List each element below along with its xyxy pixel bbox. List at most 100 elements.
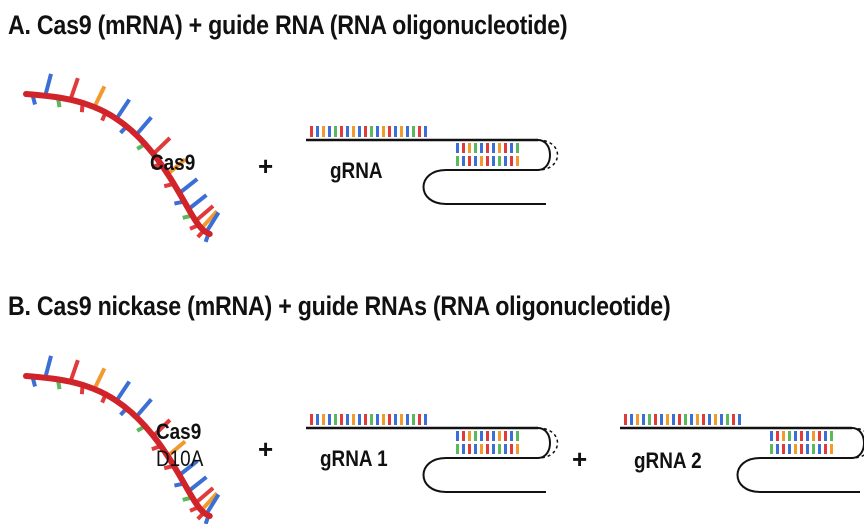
nucleotide-base-mark [43, 355, 53, 379]
plus-sign-b2: + [572, 444, 588, 474]
nucleotide-base-mark [92, 85, 107, 108]
grna-loop [851, 427, 864, 459]
grna-lower-strand [736, 427, 864, 493]
grna-base-mark [310, 414, 313, 425]
cas9-mrna-helix-icon [23, 73, 221, 243]
grna-stem-base-mark [486, 143, 489, 153]
grna-stem-base-mark [806, 431, 809, 441]
grna-base-mark [636, 414, 639, 425]
nucleotide-base-mark [151, 418, 172, 438]
grna-lower-strand [422, 427, 551, 493]
plus-sign-a: + [258, 151, 274, 181]
grna-base-mark [732, 414, 735, 425]
grna-stem-base-mark [498, 156, 501, 166]
nucleotide-base-mark [114, 380, 131, 402]
nucleotide-base-mark [199, 209, 219, 230]
grna-stem-base-mark [818, 444, 821, 454]
grna-stem-base-mark [824, 431, 827, 441]
nucleotide-base-mark [92, 367, 107, 390]
nucleotide-base-mark [166, 439, 187, 458]
grna-stem-base-mark [498, 431, 501, 441]
helix-backbone [23, 91, 213, 237]
grna-base-mark [690, 414, 693, 425]
grna-stem-base-mark [474, 431, 477, 441]
grna-base-mark [394, 126, 397, 137]
nucleotide-base-mark [187, 193, 208, 211]
grna-base-mark [310, 126, 313, 137]
grna-base-mark [322, 126, 325, 137]
grna-stem-base-mark [824, 444, 827, 454]
nucleotide-base-mark [199, 491, 219, 512]
grna-stem-base-mark [474, 156, 477, 166]
grna-stem-base-mark [486, 156, 489, 166]
grna-base-mark [624, 414, 627, 425]
grna-base-mark [328, 414, 331, 425]
grna-stem-base-mark [456, 431, 459, 441]
grna-base-mark [720, 414, 723, 425]
nucleotide-base-mark [178, 459, 199, 477]
grna-base-mark [346, 414, 349, 425]
grna-loop [537, 427, 559, 459]
grna-base-mark [358, 126, 361, 137]
grna-stem-base-mark [830, 431, 833, 441]
grna-base-mark [642, 414, 645, 425]
nucleotide-base-mark [204, 211, 221, 234]
grna-stem-base-mark [468, 444, 471, 454]
grna-stem-base-mark [504, 431, 507, 441]
grna-stem-base-mark [492, 143, 495, 153]
grna-stem-base-mark [510, 143, 513, 153]
grna-base-mark [672, 414, 675, 425]
grna-base-mark [406, 414, 409, 425]
grna-base-mark [418, 414, 421, 425]
grna-stem-base-mark [462, 431, 465, 441]
grna-stem-base-mark [788, 444, 791, 454]
grna-base-mark [400, 126, 403, 137]
grna-lower-strand [422, 139, 551, 205]
grna-base-mark [334, 414, 337, 425]
grna-base-mark [334, 126, 337, 137]
grna-base-mark [424, 126, 427, 137]
nucleotide-base-mark [114, 98, 131, 120]
grna-base-mark [654, 414, 657, 425]
grna-stem-base-mark [492, 431, 495, 441]
grna-stem-base-mark [480, 156, 483, 166]
grna-stem-base-mark [456, 444, 459, 454]
grna-stem-base-mark [504, 156, 507, 166]
grna-1-hairpin-icon [306, 414, 559, 493]
grna-2-hairpin-icon [620, 414, 864, 493]
grna-base-mark [400, 414, 403, 425]
grna-stem-base-mark [474, 444, 477, 454]
grna-base-mark [352, 126, 355, 137]
grna-stem-base-mark [462, 444, 465, 454]
grna-base-mark [708, 414, 711, 425]
nucleotide-base-mark [43, 73, 53, 97]
grna-stem-base-mark [456, 156, 459, 166]
grna-stem-base-mark [468, 143, 471, 153]
grna-stem-base-mark [498, 143, 501, 153]
grna-stem-base-mark [770, 444, 773, 454]
grna-stem-base-mark [510, 444, 513, 454]
grna-base-mark [352, 414, 355, 425]
grna-stem-base-mark [516, 143, 519, 153]
grna-base-mark [376, 414, 379, 425]
grna-base-mark [358, 414, 361, 425]
grna-base-mark [382, 414, 385, 425]
grna-base-mark [738, 414, 741, 425]
grna-stem-base-mark [800, 431, 803, 441]
grna-loop [537, 139, 559, 171]
grna-stem-base-mark [492, 156, 495, 166]
grna-stem-base-mark [486, 431, 489, 441]
grna-stem-base-mark [800, 444, 803, 454]
grna-stem-base-mark [776, 444, 779, 454]
grna-base-mark [370, 414, 373, 425]
grna-base-mark [684, 414, 687, 425]
grna-stem-base-mark [788, 431, 791, 441]
grna-stem-base-mark [492, 444, 495, 454]
nucleotide-base-mark [194, 204, 215, 223]
grna-base-mark [726, 414, 729, 425]
grna-base-mark [702, 414, 705, 425]
grna-base-mark [340, 414, 343, 425]
grna-1-label: gRNA 1 [320, 446, 388, 471]
grna-2-label: gRNA 2 [634, 448, 702, 473]
